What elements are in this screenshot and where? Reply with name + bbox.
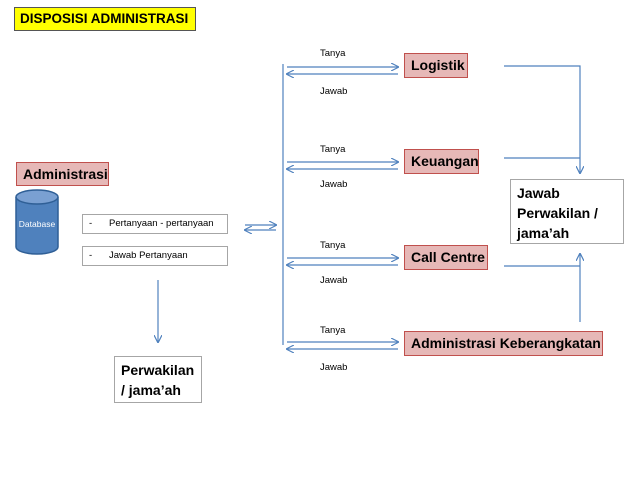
logistik-to-jawab-arrow: [504, 65, 580, 173]
database-icon: [15, 189, 59, 255]
perwakilan-node: Perwakilan / jama’ah: [114, 356, 202, 403]
database-label: Database: [18, 219, 56, 229]
tanya-label: Tanya: [320, 144, 346, 155]
administrasi-node: Administrasi: [16, 162, 109, 186]
jawab-label: Jawab: [320, 275, 348, 286]
tanya-label: Tanya: [320, 325, 346, 336]
dept-logistik: Logistik: [404, 53, 468, 78]
list-item-answers: - Jawab Pertanyaan: [82, 246, 228, 266]
tanya-label: Tanya: [320, 48, 346, 59]
diagram-title: DISPOSISI ADMINISTRASI: [14, 7, 196, 31]
dept-call-centre: Call Centre: [404, 245, 488, 270]
jawab-perwakilan-node: Jawab Perwakilan / jama’ah: [510, 179, 624, 244]
dept-keuangan: Keuangan: [404, 149, 479, 174]
jawab-label: Jawab: [320, 362, 348, 373]
jawab-label: Jawab: [320, 86, 348, 97]
jawab-label: Jawab: [320, 179, 348, 190]
list-item-questions: - Pertanyaan - pertanyaan: [82, 214, 228, 234]
dept-administrasi-keberangkatan: Administrasi Keberangkatan: [404, 331, 603, 356]
tanya-label: Tanya: [320, 240, 346, 251]
